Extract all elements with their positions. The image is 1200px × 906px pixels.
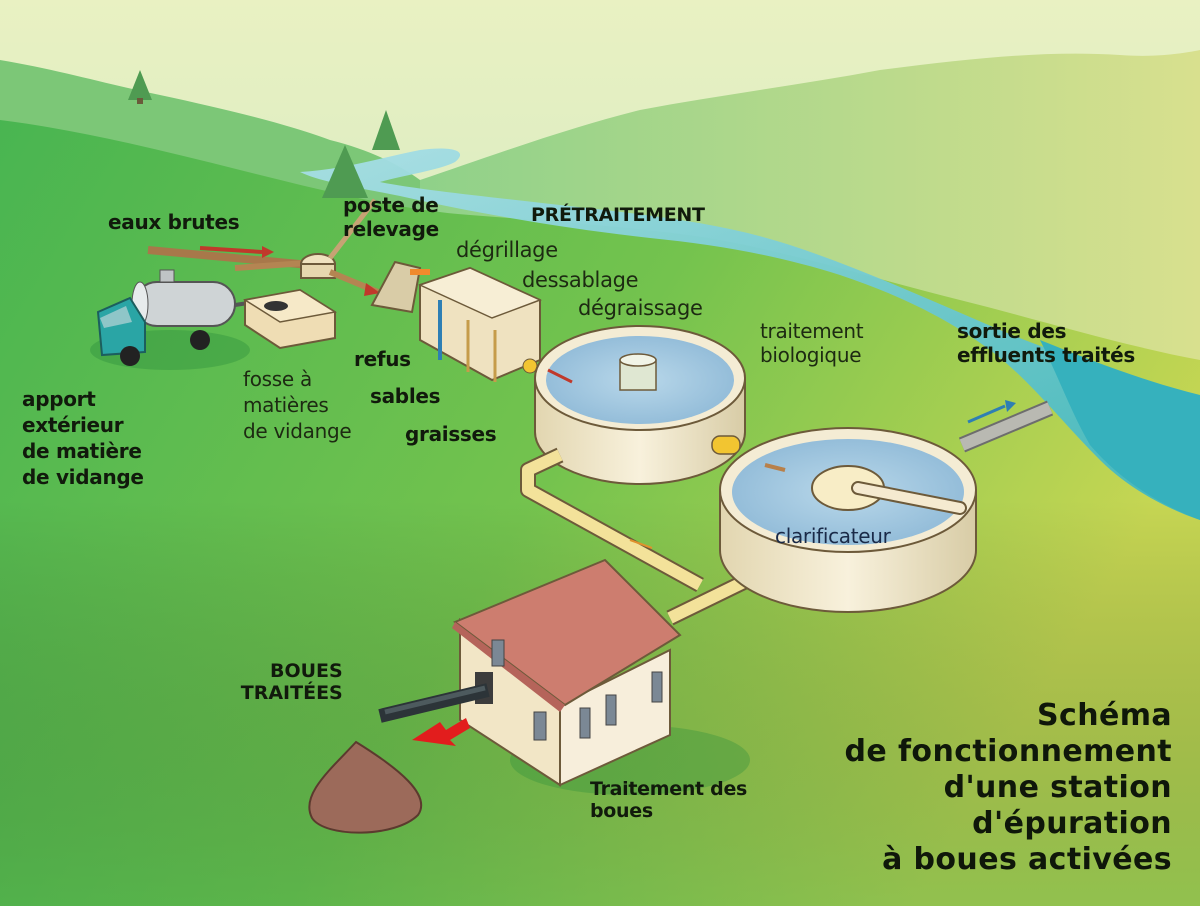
- label-line: biologique: [760, 342, 862, 367]
- clarifier-shape: [719, 427, 977, 613]
- label-raw-water: eaux brutes: [108, 210, 240, 234]
- label-line: effluents traités: [957, 342, 1135, 367]
- label-grit-removal: dessablage: [522, 268, 639, 292]
- title-line: de fonctionnement: [844, 734, 1172, 769]
- label-line: poste de: [343, 193, 439, 217]
- screening-unit-shape: [370, 260, 430, 314]
- truck-illustration: [90, 269, 256, 370]
- label-effluent-outlet: sortie des effluents traités: [957, 319, 1135, 367]
- sludge-pipe: [520, 447, 756, 626]
- title-line: d'une station: [943, 770, 1172, 805]
- label-line: de vidange: [22, 465, 144, 489]
- sludge-conveyor: [378, 683, 490, 746]
- label-degreasing: dégraissage: [578, 296, 703, 320]
- label-pretreatment-heading: PRÉTRAITEMENT: [531, 204, 705, 226]
- label-greases: graisses: [405, 422, 497, 446]
- label-sands: sables: [370, 384, 441, 408]
- label-line: relevage: [343, 216, 439, 241]
- title-line: à boues activées: [882, 842, 1172, 877]
- title-line: Schéma: [1037, 698, 1172, 733]
- label-line: extérieur: [22, 413, 124, 437]
- label-treated-sludge: BOUES TRAITÉES: [240, 660, 343, 705]
- label-septage-pit: fosse à matières de vidange: [243, 366, 352, 444]
- diagram-title: Schéma de fonctionnement d'une station d…: [845, 698, 1172, 878]
- outlet-pipe: [958, 400, 1054, 453]
- label-external-septage-input: apport extérieur de matière de vidange: [22, 386, 144, 490]
- pumping-station-shape: [300, 198, 380, 296]
- label-pumping-station: poste de relevage: [343, 193, 439, 241]
- label-line: apport: [22, 387, 96, 411]
- label-line: sortie des: [957, 319, 1067, 343]
- label-line: matières: [243, 393, 329, 417]
- label-line: Traitement des: [590, 778, 748, 800]
- label-line: traitement: [760, 319, 864, 343]
- title-line: d'épuration: [972, 806, 1172, 841]
- sludge-treatment-building: [452, 558, 750, 795]
- biological-tank-shape: [534, 325, 746, 485]
- pretreatment-tank-shape: [417, 266, 542, 382]
- label-screenings: refus: [354, 347, 411, 371]
- label-line: boues: [590, 800, 653, 823]
- sludge-pile: [308, 740, 423, 834]
- trees: [128, 70, 400, 198]
- label-biological-treatment: traitement biologique: [760, 319, 864, 367]
- label-line: de vidange: [243, 419, 352, 443]
- septage-pit-shape: [242, 288, 338, 350]
- label-sludge-treatment: Traitement des boues: [590, 778, 747, 823]
- label-line: fosse à: [243, 367, 312, 391]
- label-line: BOUES: [270, 660, 343, 682]
- label-clarifier: clarificateur: [775, 524, 891, 548]
- label-screening: dégrillage: [456, 238, 558, 262]
- label-line: TRAITÉES: [240, 682, 343, 705]
- label-line: de matière: [22, 439, 142, 463]
